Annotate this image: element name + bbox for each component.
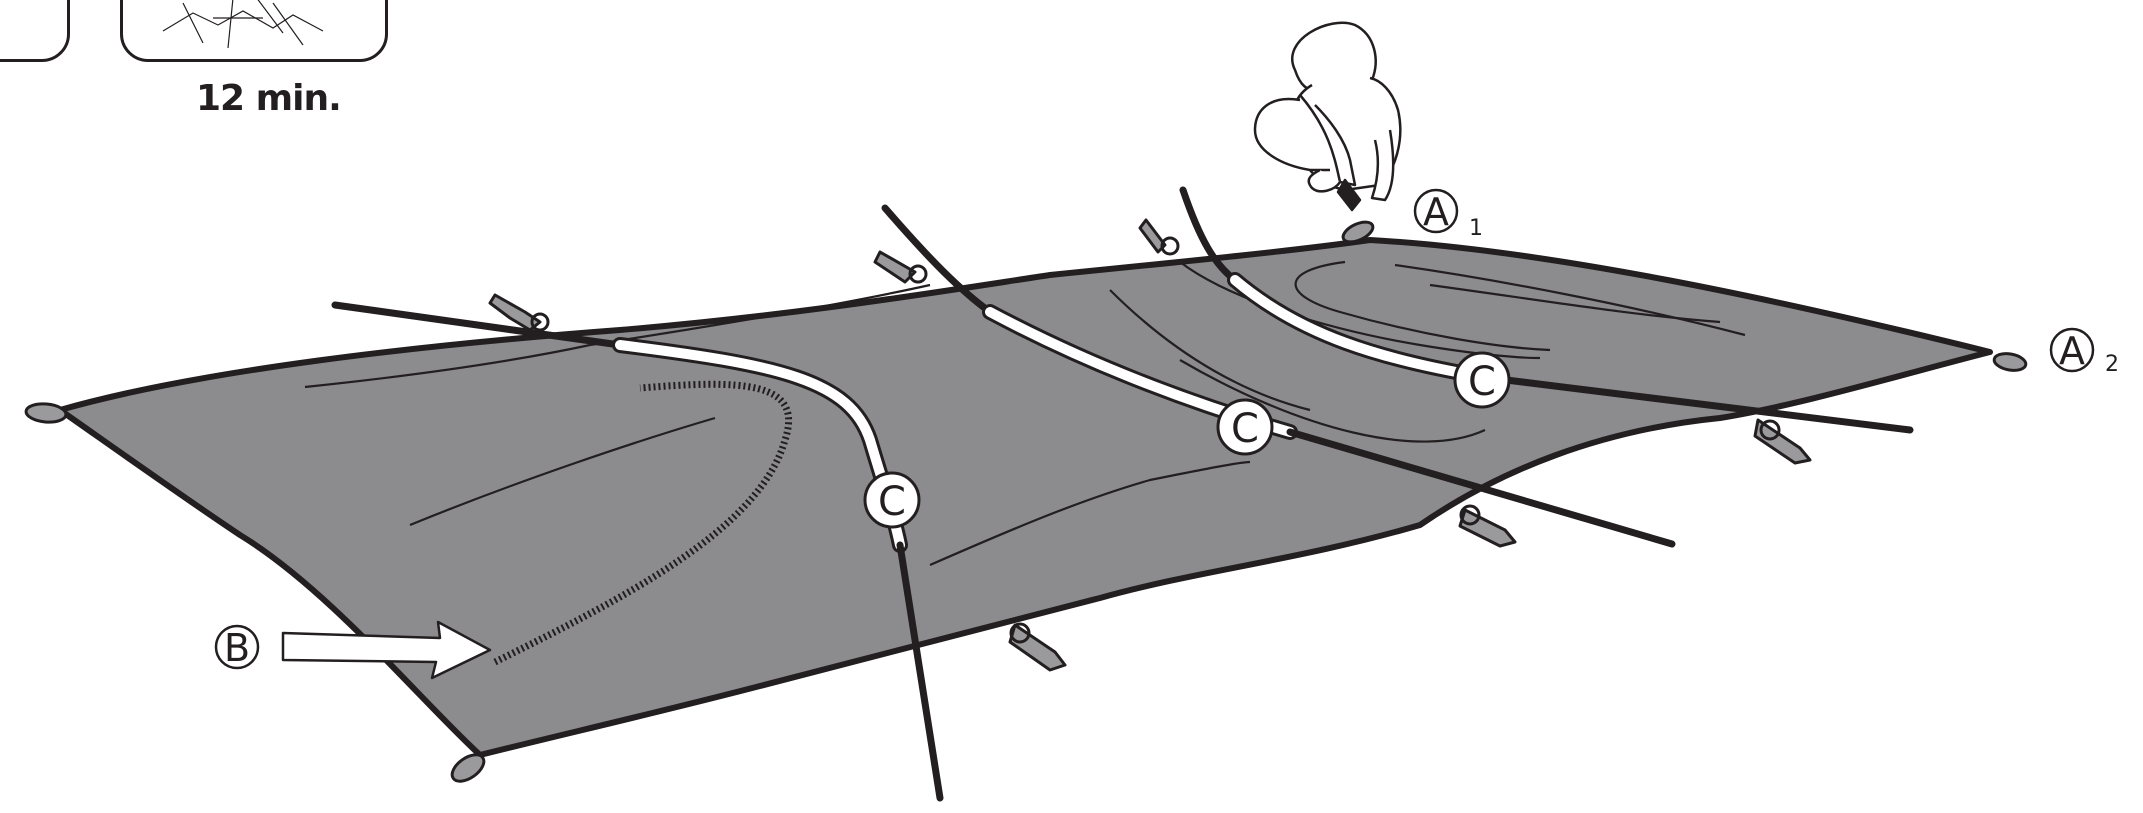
corner-loop-bottom <box>450 753 486 783</box>
stake-icon <box>1458 508 1517 548</box>
callout-c-left: C <box>863 471 921 529</box>
door-zipper <box>493 380 793 666</box>
person-icon <box>1253 21 1402 212</box>
callout-c-left-letter: C <box>878 479 906 525</box>
callout-c-middle: C <box>1216 398 1274 456</box>
callout-a1-index: 1 <box>1469 216 1483 241</box>
tent-floor <box>57 237 1993 758</box>
pole-right <box>1179 186 1914 434</box>
callout-c-middle-letter: C <box>1231 406 1259 452</box>
arrow-icon <box>281 620 492 680</box>
callout-c-right-letter: C <box>1468 359 1496 405</box>
callout-a2-index: 2 <box>2105 352 2119 377</box>
callout-a2-letter: A <box>2059 329 2085 373</box>
callout-a1: A 1 <box>1413 188 1483 241</box>
thumbnail-frame-step <box>120 0 388 62</box>
corner-loops <box>24 220 2028 783</box>
callout-b: B <box>214 624 260 670</box>
callout-b-letter: B <box>224 626 250 670</box>
callout-a2: A 2 <box>2049 327 2119 377</box>
corner-loop-a2 <box>1992 352 2028 372</box>
callout-a1-letter: A <box>1423 190 1449 234</box>
stake-tabs <box>488 218 1812 672</box>
duration-label: 12 min. <box>196 78 342 119</box>
stake-icon <box>1008 623 1067 672</box>
callout-c-right: C <box>1453 351 1511 409</box>
thumbnail-frame-left <box>0 0 70 62</box>
stake-icon <box>1138 218 1167 254</box>
thumbnail-sketch <box>162 0 324 49</box>
corner-loop-left <box>24 402 68 424</box>
corner-loop-a1 <box>1341 220 1375 244</box>
tarp-wrinkles <box>304 260 1746 567</box>
stake-icon <box>1753 418 1812 465</box>
stake-icon <box>873 250 917 284</box>
